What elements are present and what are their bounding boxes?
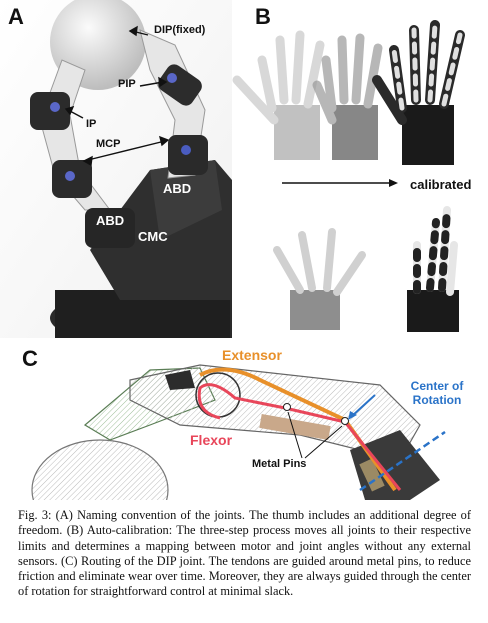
center-label-line2: Rotation	[412, 393, 462, 407]
pip-joint-label: PIP	[118, 78, 136, 90]
ip-joint-label: IP	[86, 118, 97, 130]
mcp-joint-label: MCP	[96, 138, 121, 150]
dip-joint-label: DIP(fixed)	[154, 24, 206, 36]
cmc-joint-label: CMC	[138, 229, 168, 244]
panel-a-figure	[0, 0, 232, 338]
calibration-sequence-render	[232, 0, 488, 338]
center-arrow	[351, 394, 376, 417]
flexor-label: Flexor	[190, 432, 233, 448]
dip-routing-diagram	[31, 364, 446, 500]
abd-bottom-label: ABD	[96, 213, 125, 228]
hand-step-1	[232, 30, 325, 160]
rotation-axis	[359, 430, 446, 492]
calibrated-label: calibrated	[410, 177, 472, 192]
panel-a-label: A	[8, 4, 24, 29]
hand-step-2	[312, 33, 383, 160]
center-label-line1: Center of	[410, 379, 464, 393]
robotic-hand-render	[0, 0, 232, 338]
metal-pin-1	[283, 403, 291, 411]
metal-pins-label: Metal Pins	[252, 458, 307, 470]
hand-bottom-1	[273, 228, 366, 330]
panel-b-figure	[232, 0, 488, 338]
center-of-rotation-label: Center of Rotation	[401, 379, 473, 407]
joint-arrows	[64, 25, 170, 167]
panel-c-label: C	[22, 346, 38, 371]
hand-step-3	[372, 20, 465, 165]
extensor-label: Extensor	[222, 347, 282, 363]
abd-top-label: ABD	[163, 181, 192, 196]
metal-pin-2	[341, 417, 349, 425]
flexor-tendon	[197, 383, 402, 491]
panel-c-figure	[0, 340, 488, 500]
figure-caption: Fig. 3: (A) Naming convention of the joi…	[18, 508, 471, 599]
extensor-tendon	[199, 367, 397, 492]
panel-b-label: B	[255, 4, 271, 29]
hand-bottom-2	[407, 206, 459, 332]
